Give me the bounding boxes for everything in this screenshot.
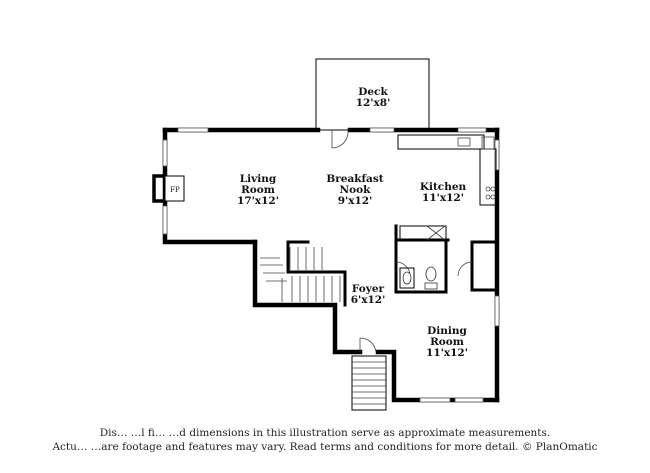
deck: Deck 12'x8'	[315, 58, 430, 131]
deck-size: 12'x8'	[356, 97, 391, 109]
kitchen-size: 11'x12'	[422, 192, 464, 204]
living-room-name-1: Living	[240, 173, 277, 185]
window	[162, 205, 168, 235]
foyer-name: Foyer	[352, 283, 385, 295]
living-room-name-2: Room	[241, 184, 275, 196]
window	[419, 397, 451, 403]
kitchen-counters	[397, 134, 497, 206]
window	[494, 295, 500, 327]
fireplace: FP	[152, 174, 185, 203]
deck-door	[331, 130, 349, 149]
window	[457, 127, 487, 133]
living-room-size: 17'x12'	[237, 195, 279, 207]
room-labels: Living Room 17'x12' Breakfast Nook 9'x12…	[237, 173, 468, 359]
nook-name-2: Nook	[340, 184, 372, 196]
interior-walls	[286, 224, 499, 307]
windows	[162, 127, 500, 403]
window	[177, 127, 209, 133]
dining-room-name-2: Room	[430, 336, 464, 348]
window	[454, 397, 484, 403]
nook-size: 9'x12'	[338, 195, 373, 207]
front-entry	[351, 337, 387, 411]
window	[162, 139, 168, 167]
dining-room-name-1: Dining	[427, 325, 467, 337]
foyer-size: 6'x12'	[351, 294, 386, 306]
disclaimer-line-1: Dis… …l fi… …d dimensions in this illust…	[99, 427, 551, 439]
deck-name: Deck	[358, 86, 388, 98]
fireplace-label: FP	[170, 186, 180, 194]
window	[369, 127, 395, 133]
kitchen-name: Kitchen	[420, 181, 467, 193]
nook-name-1: Breakfast	[326, 173, 383, 185]
interior-stairs	[260, 247, 341, 302]
dining-room-size: 11'x12'	[426, 347, 468, 359]
window	[494, 139, 500, 171]
disclaimer-line-2: Actu… …are footage and features may vary…	[52, 441, 598, 453]
